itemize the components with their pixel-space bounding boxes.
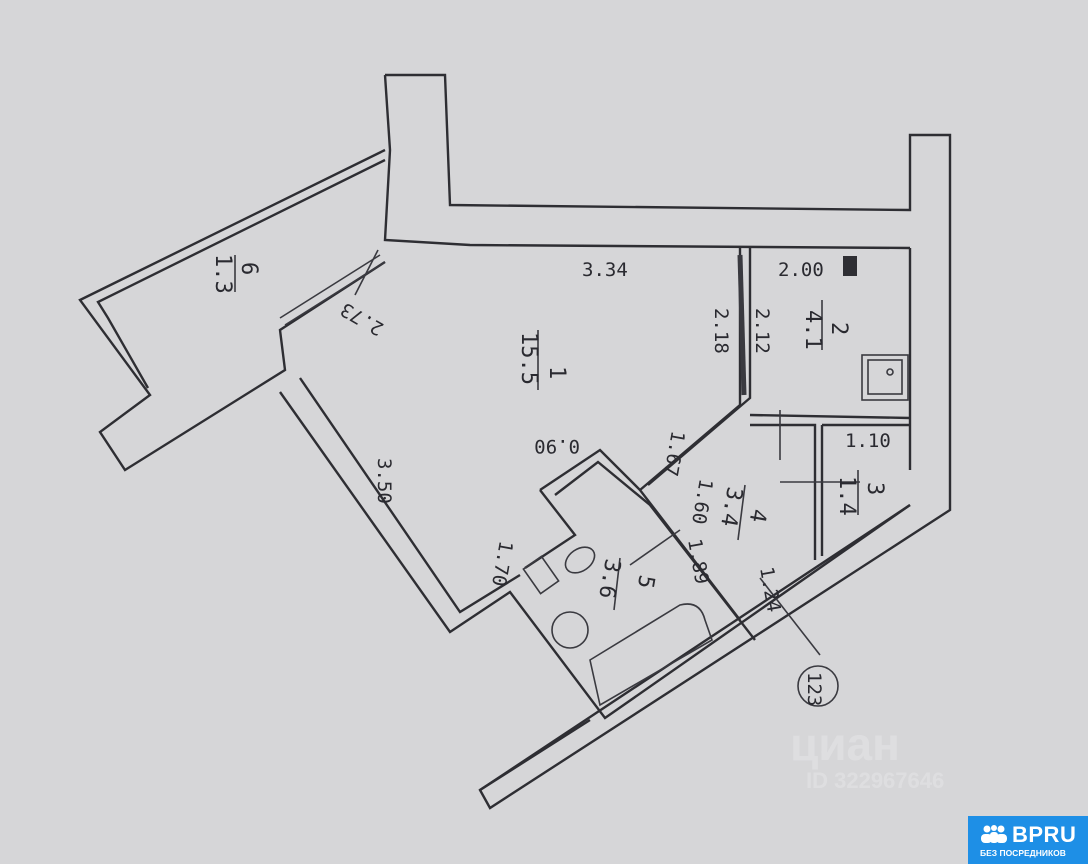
svg-text:1.3: 1.3 <box>210 254 235 294</box>
svg-text:3: 3 <box>862 482 887 495</box>
dim-1-67: 1.67 <box>659 429 689 478</box>
logo-name: BPRU <box>1012 822 1077 847</box>
svg-text:15.5: 15.5 <box>516 332 541 385</box>
room-6-label: 6 1.3 <box>210 254 261 294</box>
room-3-label: 3 1.4 <box>834 470 887 516</box>
room-5-label: 5 3.6 <box>593 557 659 611</box>
svg-text:3.6: 3.6 <box>593 557 625 600</box>
balcony <box>78 148 386 472</box>
fixtures <box>522 256 909 707</box>
dim-1-60: 1.60 <box>687 477 717 526</box>
dim-2-18: 2.18 <box>710 308 732 354</box>
dim-2-12: 2.12 <box>751 308 773 354</box>
svg-text:6: 6 <box>236 262 261 275</box>
dim-2-73: 2.73 <box>337 298 388 340</box>
svg-text:2: 2 <box>826 322 851 335</box>
room-4-label: 4 3.4 <box>715 484 771 541</box>
dim-2-00: 2.00 <box>778 259 824 281</box>
svg-text:4: 4 <box>744 507 771 524</box>
marker-number: 123 <box>803 672 825 706</box>
interior-walls <box>524 248 911 641</box>
watermark-brand: циан <box>790 718 900 770</box>
room-1-label: 1 15.5 <box>516 330 569 390</box>
dim-0-90: 0.90 <box>534 435 580 457</box>
watermark-id: ID 322967646 <box>806 768 944 793</box>
people-icon <box>981 825 1007 843</box>
svg-text:1: 1 <box>544 366 569 379</box>
svg-text:3.4: 3.4 <box>715 485 747 528</box>
dim-1-24: 1.24 <box>755 565 785 614</box>
room-2-label: 2 4.1 <box>800 300 851 350</box>
svg-text:4.1: 4.1 <box>800 310 825 350</box>
dim-3-50: 3.50 <box>373 458 395 504</box>
dim-1-10: 1.10 <box>845 430 891 452</box>
svg-text:5: 5 <box>632 573 659 590</box>
marker-circle <box>797 665 839 707</box>
dim-1-89: 1.89 <box>683 537 713 586</box>
logo-tagline: БЕЗ ПОСРЕДНИКОВ <box>980 848 1066 858</box>
dim-3-34: 3.34 <box>582 259 628 281</box>
bpru-logo: BPRU БЕЗ ПОСРЕДНИКОВ <box>968 816 1088 864</box>
exterior-walls <box>279 73 952 810</box>
svg-text:1.4: 1.4 <box>834 476 859 516</box>
